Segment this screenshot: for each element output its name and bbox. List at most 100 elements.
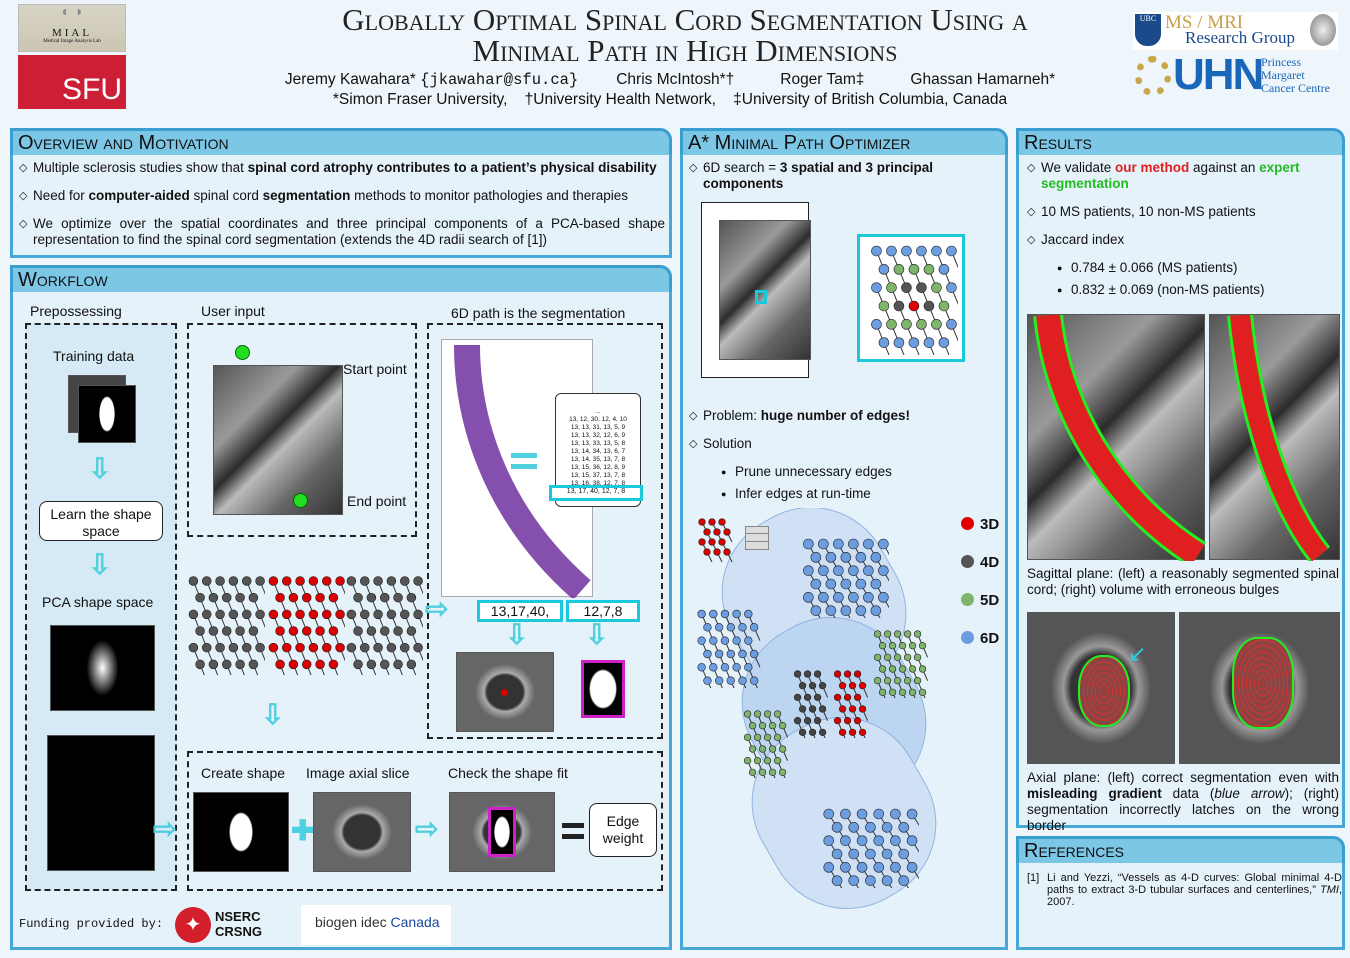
lattice-node: [773, 757, 782, 765]
lattice-node: [386, 642, 397, 653]
lattice-node: [315, 626, 325, 636]
lattice-node: [793, 693, 802, 701]
lattice-node: [890, 808, 901, 820]
lattice-node: [813, 670, 822, 678]
lattice-node: [201, 576, 212, 586]
sagittal-caption: Sagittal plane: (left) a reasonably segm…: [1027, 566, 1339, 597]
lattice-node: [723, 528, 731, 536]
lattice-node: [855, 605, 867, 616]
lattice-node: [758, 722, 767, 730]
axial-slice-label: Image axial slice: [306, 765, 410, 781]
lattice-node: [215, 642, 225, 653]
lattice-node: [698, 538, 706, 546]
lattice-node: [413, 642, 423, 653]
lattice-node: [823, 808, 835, 820]
pca-mean-image: [50, 625, 155, 711]
lattice-node: [301, 659, 312, 670]
path-row: 13, 13, 32, 12, 6, 9: [570, 432, 626, 439]
lattice-node: [353, 659, 363, 670]
lattice-node: [738, 623, 747, 632]
lattice-gray: [185, 575, 268, 682]
lattice-node: [870, 578, 882, 590]
user-input-box: [187, 323, 417, 537]
lattice-node: [749, 676, 759, 685]
pca-modes-image: [47, 735, 155, 871]
shape-image: [581, 660, 625, 718]
lattice-cluster-red: [829, 668, 869, 745]
lattice-node: [315, 659, 325, 670]
lattice-node: [873, 862, 885, 873]
lattice-node: [908, 264, 920, 275]
lattice-node: [865, 875, 876, 886]
lattice-node: [813, 693, 822, 701]
lattice-node: [366, 592, 377, 603]
lattice-node: [720, 636, 730, 645]
lattice-node: [726, 676, 735, 685]
lattice-node: [853, 717, 862, 725]
lattice-node: [878, 538, 889, 550]
lattice-node: [359, 576, 370, 586]
lattice-node: [918, 688, 927, 696]
lattice-node: [208, 626, 219, 636]
lattice-node: [903, 653, 912, 661]
lattice-node: [738, 676, 747, 685]
lattice-node: [823, 862, 835, 873]
lattice-node: [843, 717, 852, 725]
lattice-node: [295, 609, 305, 620]
lattice-node: [275, 592, 285, 603]
lattice-node: [813, 717, 822, 725]
lattice-node: [916, 319, 927, 330]
lattice-node: [714, 676, 724, 685]
lattice-node: [878, 565, 889, 576]
lattice-node: [818, 592, 829, 603]
lattice-node: [870, 552, 882, 563]
lattice-node: [732, 636, 741, 645]
lattice-node: [883, 653, 892, 661]
brain-scan-icon: [1310, 14, 1336, 46]
lattice-node: [825, 552, 837, 563]
path-row: 13, 16, 38, 12, 7, 8: [570, 480, 626, 487]
lattice-node: [768, 722, 777, 730]
lattice-node: [848, 538, 859, 550]
path-row: 13, 15, 36, 12, 8, 9: [570, 464, 626, 471]
lattice-node: [373, 576, 383, 586]
lattice-node: [195, 659, 205, 670]
arrow-right-icon: ⇨: [425, 593, 449, 624]
lattice-node: [863, 565, 874, 576]
lattice-node: [235, 626, 245, 636]
bullet: Problem: huge number of edges!: [689, 408, 910, 424]
lattice-node: [798, 682, 807, 690]
lattice-node: [908, 642, 917, 650]
jaccard-ms: 0.784 ± 0.066 (MS patients): [1057, 260, 1237, 276]
lattice-node: [255, 609, 265, 620]
lattice-node: [810, 578, 822, 590]
lattice-node: [268, 642, 279, 653]
lattice-node: [335, 576, 345, 586]
lattice-node: [865, 848, 876, 860]
lattice-node: [749, 649, 759, 659]
lattice-node: [301, 592, 312, 603]
lattice-node: [763, 710, 772, 718]
lattice-node: [773, 733, 782, 741]
created-shape-image: [193, 792, 289, 872]
lattice-node: [856, 862, 868, 873]
create-shape-label: Create shape: [201, 765, 286, 781]
lattice-node: [275, 659, 285, 670]
lattice-node: [723, 548, 731, 556]
lattice-node: [703, 676, 712, 685]
legend-3d: 3D: [961, 516, 999, 533]
lattice-node: [215, 576, 225, 586]
lattice-node: [810, 552, 822, 563]
lattice-node: [241, 576, 252, 586]
lattice-node: [379, 659, 390, 670]
start-point-label: Start point: [343, 361, 407, 377]
lattice-node: [873, 808, 885, 820]
lattice-node: [308, 576, 319, 586]
lattice-node: [221, 659, 232, 670]
lattice-node: [406, 592, 417, 603]
center-point-marker: [501, 689, 508, 696]
lattice-node: [709, 609, 718, 619]
lattice-node: [268, 576, 279, 586]
